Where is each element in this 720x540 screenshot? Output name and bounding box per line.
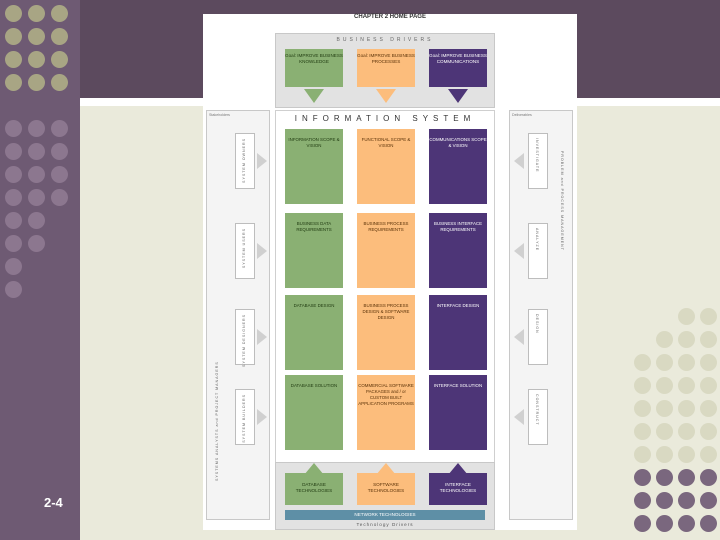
up-arrow-icon	[448, 463, 468, 475]
information-system-label: INFORMATION SYSTEM	[294, 114, 476, 123]
cell-database-solution: DATABASE SOLUTION	[285, 375, 343, 450]
right-arrow-icon	[257, 243, 267, 259]
technology-drivers-label: Technology Drivers	[356, 522, 414, 527]
right-arrow-icon	[257, 329, 267, 345]
network-technologies-bar: NETWORK TECHNOLOGIES	[285, 510, 485, 520]
left-arrow-icon	[514, 409, 524, 425]
business-drivers-band: BUSINESS DRIVERS Goal: IMPROVE BUSINESS …	[275, 33, 495, 108]
deliverable-box: INVESTIGATE	[528, 133, 548, 189]
cell-database-design: DATABASE DESIGN	[285, 295, 343, 370]
cell-process-software-design: BUSINESS PROCESS DESIGN & SOFTWARE DESIG…	[357, 295, 415, 370]
decorative-dots-right	[620, 300, 720, 540]
information-system-box: INFORMATION SYSTEM INFORMATION SCOPE & V…	[275, 110, 495, 517]
cell-interface-design: INTERFACE DESIGN	[429, 295, 487, 370]
cell-business-interface-requirements: BUSINESS INTERFACE REQUIREMENTS	[429, 213, 487, 288]
up-arrow-icon	[304, 463, 324, 475]
cell-business-data-requirements: BUSINESS DATA REQUIREMENTS	[285, 213, 343, 288]
decorative-dots-left	[0, 0, 80, 540]
page-title: CHAPTER 2 HOME PAGE	[354, 14, 426, 20]
right-vertical-label: PROBLEM and PROCESS MANAGEMENT	[560, 151, 564, 251]
technology-drivers-band: DATABASE TECHNOLOGIES SOFTWARE TECHNOLOG…	[275, 462, 495, 530]
goal-knowledge: Goal: IMPROVE BUSINESS KNOWLEDGE	[285, 49, 343, 87]
deliverables-panel: Deliverables PROBLEM and PROCESS MANAGEM…	[509, 110, 573, 520]
down-arrow-icon	[448, 89, 468, 103]
right-arrow-icon	[257, 153, 267, 169]
stakeholder-box: SYSTEM BUILDERS	[235, 389, 255, 445]
left-arrow-icon	[514, 153, 524, 169]
business-drivers-label: BUSINESS DRIVERS	[336, 37, 434, 43]
diagram-page: CHAPTER 2 HOME PAGE BUSINESS DRIVERS Goa…	[203, 14, 577, 530]
left-arrow-icon	[514, 329, 524, 345]
up-arrow-icon	[376, 463, 396, 475]
cell-business-process-requirements: BUSINESS PROCESS REQUIREMENTS	[357, 213, 415, 288]
cell-software-solution: COMMERCIAL SOFTWARE PACKAGES and / or CU…	[357, 375, 415, 450]
stakeholder-box: SYSTEM OWNERS	[235, 133, 255, 189]
goal-processes: Goal: IMPROVE BUSINESS PROCESSES	[357, 49, 415, 87]
tech-interface: INTERFACE TECHNOLOGIES	[429, 473, 487, 505]
tech-software: SOFTWARE TECHNOLOGIES	[357, 473, 415, 505]
cell-information-scope: INFORMATION SCOPE & VISION	[285, 129, 343, 204]
right-arrow-icon	[257, 409, 267, 425]
stakeholders-panel: Stakeholders SYSTEMS ANALYSTS and PROJEC…	[206, 110, 270, 520]
slide-number: 2-4	[44, 495, 63, 510]
goal-communications: Goal: IMPROVE BUSINESS COMMUNICATIONS	[429, 49, 487, 87]
left-vertical-label: SYSTEMS ANALYSTS and PROJECT MANAGERS	[215, 361, 219, 481]
stakeholder-box: SYSTEM USERS	[235, 223, 255, 279]
stakeholders-title: Stakeholders	[209, 113, 230, 117]
cell-functional-scope: FUNCTIONAL SCOPE & VISION	[357, 129, 415, 204]
deliverable-box: DESIGN	[528, 309, 548, 365]
stakeholder-box: SYSTEM DESIGNERS	[235, 309, 255, 367]
tech-database: DATABASE TECHNOLOGIES	[285, 473, 343, 505]
deliverable-box: CONSTRUCT	[528, 389, 548, 445]
left-arrow-icon	[514, 243, 524, 259]
down-arrow-icon	[304, 89, 324, 103]
cell-interface-solution: INTERFACE SOLUTION	[429, 375, 487, 450]
cell-communications-scope: COMMUNICATIONS SCOPE & VISION	[429, 129, 487, 204]
deliverables-title: Deliverables	[512, 113, 532, 117]
down-arrow-icon	[376, 89, 396, 103]
deliverable-box: ANALYZE	[528, 223, 548, 279]
